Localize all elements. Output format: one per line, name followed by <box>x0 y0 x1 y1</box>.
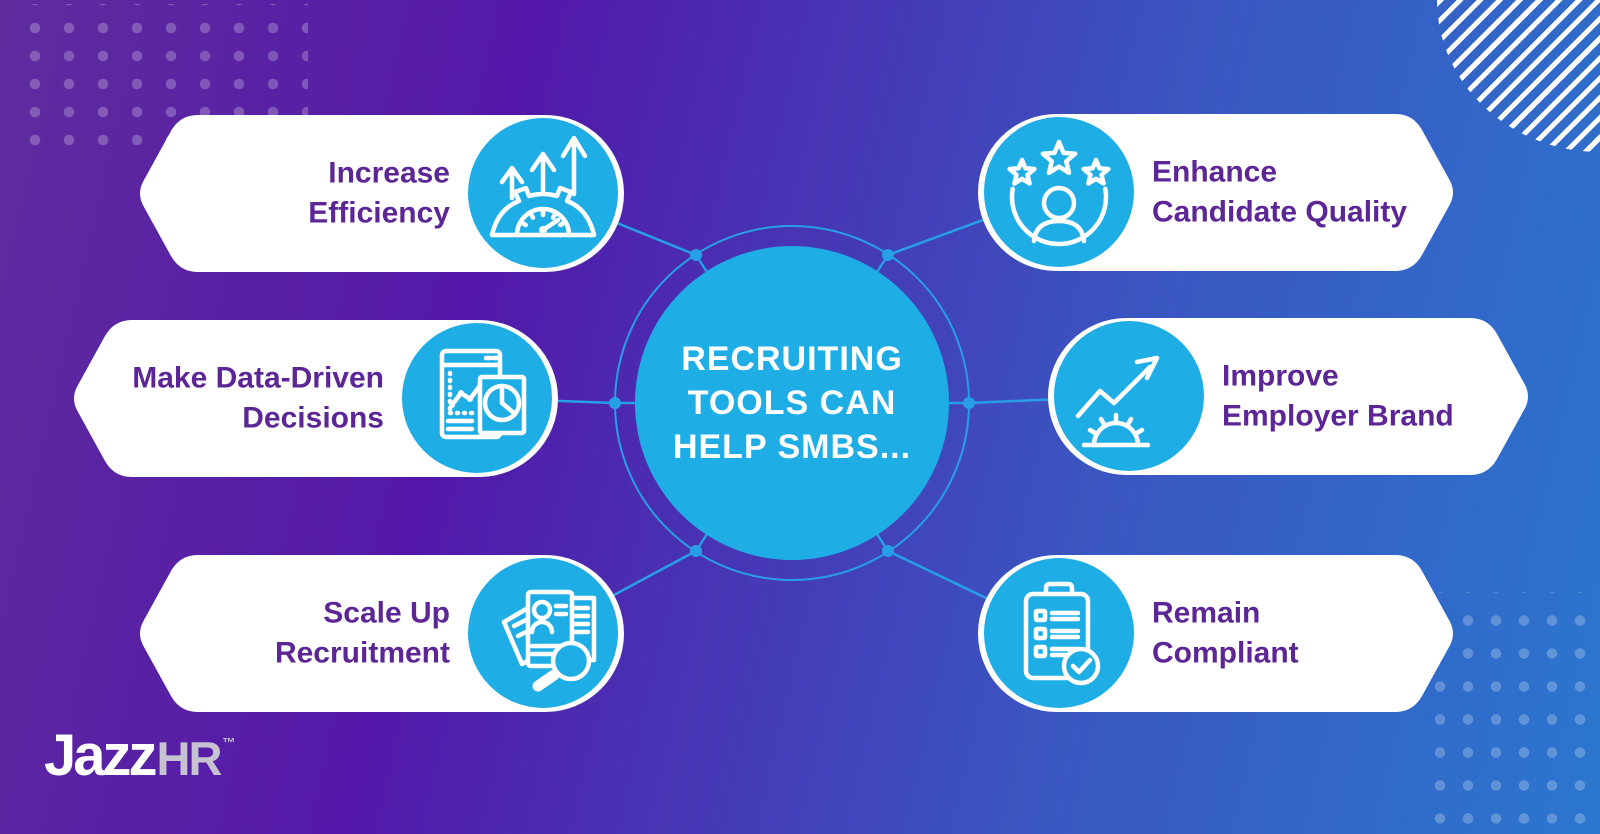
clipboard-checklist-check-icon <box>984 558 1134 708</box>
benefit-pill-scale-up-recruitment: Scale Up Recruitment <box>128 555 624 712</box>
benefit-label: Make Data-Driven Decisions <box>132 361 384 435</box>
benefit-label: Improve Employer Brand <box>1222 359 1454 433</box>
benefit-pill-enhance-candidate-quality: Enhance Candidate Quality <box>978 114 1465 271</box>
jazzhr-logo: Jazz HR ™ <box>44 722 235 789</box>
benefit-pill-improve-employer-brand: Improve Employer Brand <box>1048 318 1540 475</box>
growth-arrow-gear-icon <box>1054 321 1204 471</box>
trademark-symbol: ™ <box>222 735 236 750</box>
logo-text-jazz: Jazz <box>44 723 158 788</box>
benefit-label: Increase Efficiency <box>308 156 450 230</box>
benefit-pill-data-driven-decisions: Make Data-Driven Decisions <box>62 320 558 477</box>
benefit-pill-increase-efficiency: Increase Efficiency <box>128 115 624 272</box>
speedometer-growth-arrows-icon <box>468 118 618 268</box>
benefit-label: Scale Up Recruitment <box>274 596 450 670</box>
benefit-pill-remain-compliant: Remain Compliant <box>978 555 1465 712</box>
analytics-dashboard-pie-chart-icon <box>402 323 552 473</box>
resumes-magnifying-glass-icon <box>468 558 618 708</box>
benefit-label: Enhance Candidate Quality <box>1152 155 1408 229</box>
logo-text-hr: HR <box>156 732 223 785</box>
central-hub-circle: RECRUITING TOOLS CAN HELP SMBS... <box>635 246 949 560</box>
candidate-stars-icon <box>984 117 1134 267</box>
central-title: RECRUITING TOOLS CAN HELP SMBS... <box>672 339 912 467</box>
benefit-label: Remain Compliant <box>1152 596 1299 670</box>
